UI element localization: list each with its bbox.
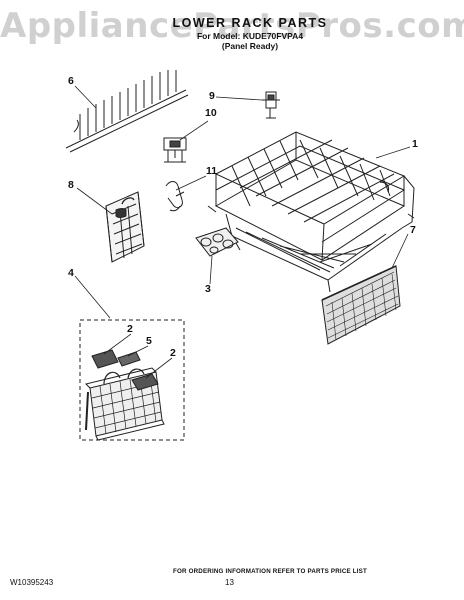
model-line: For Model: KUDE70FVPA4 bbox=[196, 31, 304, 41]
filter-screen-part bbox=[321, 265, 401, 345]
silverware-basket-box bbox=[79, 319, 185, 441]
page-title: LOWER RACK PARTS bbox=[172, 16, 328, 30]
basket-cover-parts bbox=[91, 349, 159, 391]
panel-line: (Panel Ready) bbox=[221, 41, 279, 51]
callout-2-right: 2 bbox=[170, 347, 176, 359]
rack-roller-part bbox=[195, 227, 239, 257]
clip-part bbox=[262, 91, 280, 119]
callout-7: 7 bbox=[410, 224, 416, 236]
ordering-footer: FOR ORDERING INFORMATION REFER TO PARTS … bbox=[173, 568, 367, 575]
callout-9: 9 bbox=[209, 90, 215, 102]
callout-3: 3 bbox=[205, 283, 211, 295]
callout-2-top: 2 bbox=[127, 323, 133, 335]
hook-part bbox=[165, 181, 185, 212]
callout-8: 8 bbox=[68, 179, 74, 191]
callout-10: 10 bbox=[205, 107, 217, 119]
tine-row-part bbox=[65, 70, 189, 153]
callout-5: 5 bbox=[146, 335, 152, 347]
leader-lines bbox=[74, 85, 411, 379]
page-subtitle: For Model: KUDE70FVPA4 (Panel Ready) bbox=[150, 31, 350, 51]
callout-1: 1 bbox=[412, 138, 418, 150]
callout-4: 4 bbox=[68, 267, 74, 279]
callout-6: 6 bbox=[68, 75, 74, 87]
lower-rack-part bbox=[207, 131, 415, 293]
callout-11: 11 bbox=[206, 165, 218, 177]
document-number: W10395243 bbox=[10, 578, 54, 587]
bracket-part bbox=[163, 137, 187, 163]
page-number: 13 bbox=[225, 578, 234, 587]
basket-insert-part bbox=[105, 191, 145, 263]
